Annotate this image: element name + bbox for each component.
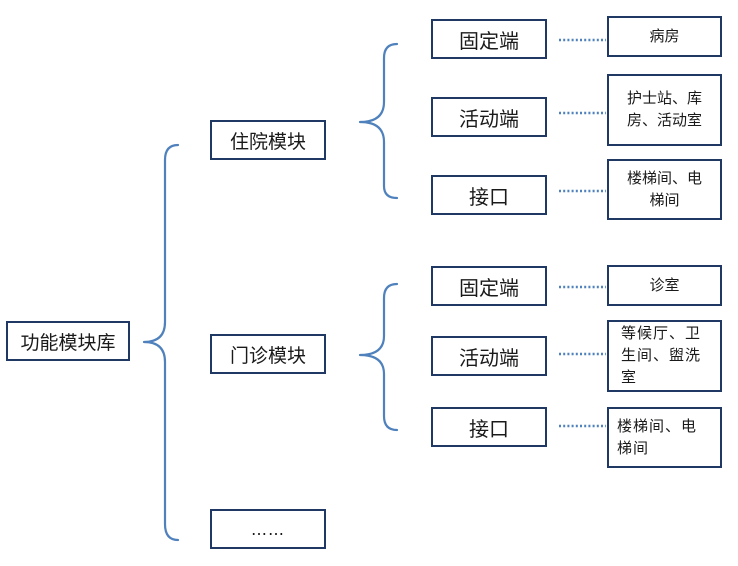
leaf-node: 楼梯间、电梯间 <box>607 159 722 220</box>
root-node: 功能模块库 <box>6 321 130 361</box>
sub-node-fixed-end: 固定端 <box>431 266 547 306</box>
sub-node-interface: 接口 <box>431 175 547 215</box>
sub-node-interface: 接口 <box>431 407 547 447</box>
leaf-node: 楼梯间、电梯间 <box>607 407 722 468</box>
module-node-inpatient: 住院模块 <box>210 120 326 160</box>
sub-node-fixed-end: 固定端 <box>431 19 547 59</box>
module-node-outpatient: 门诊模块 <box>210 334 326 374</box>
inpatient-brace <box>358 42 399 200</box>
root-brace <box>142 143 180 542</box>
sub-node-active-end: 活动端 <box>431 336 547 376</box>
module-node-more: …… <box>210 509 326 549</box>
sub-node-active-end: 活动端 <box>431 97 547 137</box>
leaf-node: 诊室 <box>607 265 722 306</box>
leaf-node: 病房 <box>607 16 722 57</box>
outpatient-brace <box>358 282 399 432</box>
leaf-node: 护士站、库房、活动室 <box>607 74 722 146</box>
leaf-node: 等候厅、卫生间、盥洗室 <box>607 320 722 392</box>
